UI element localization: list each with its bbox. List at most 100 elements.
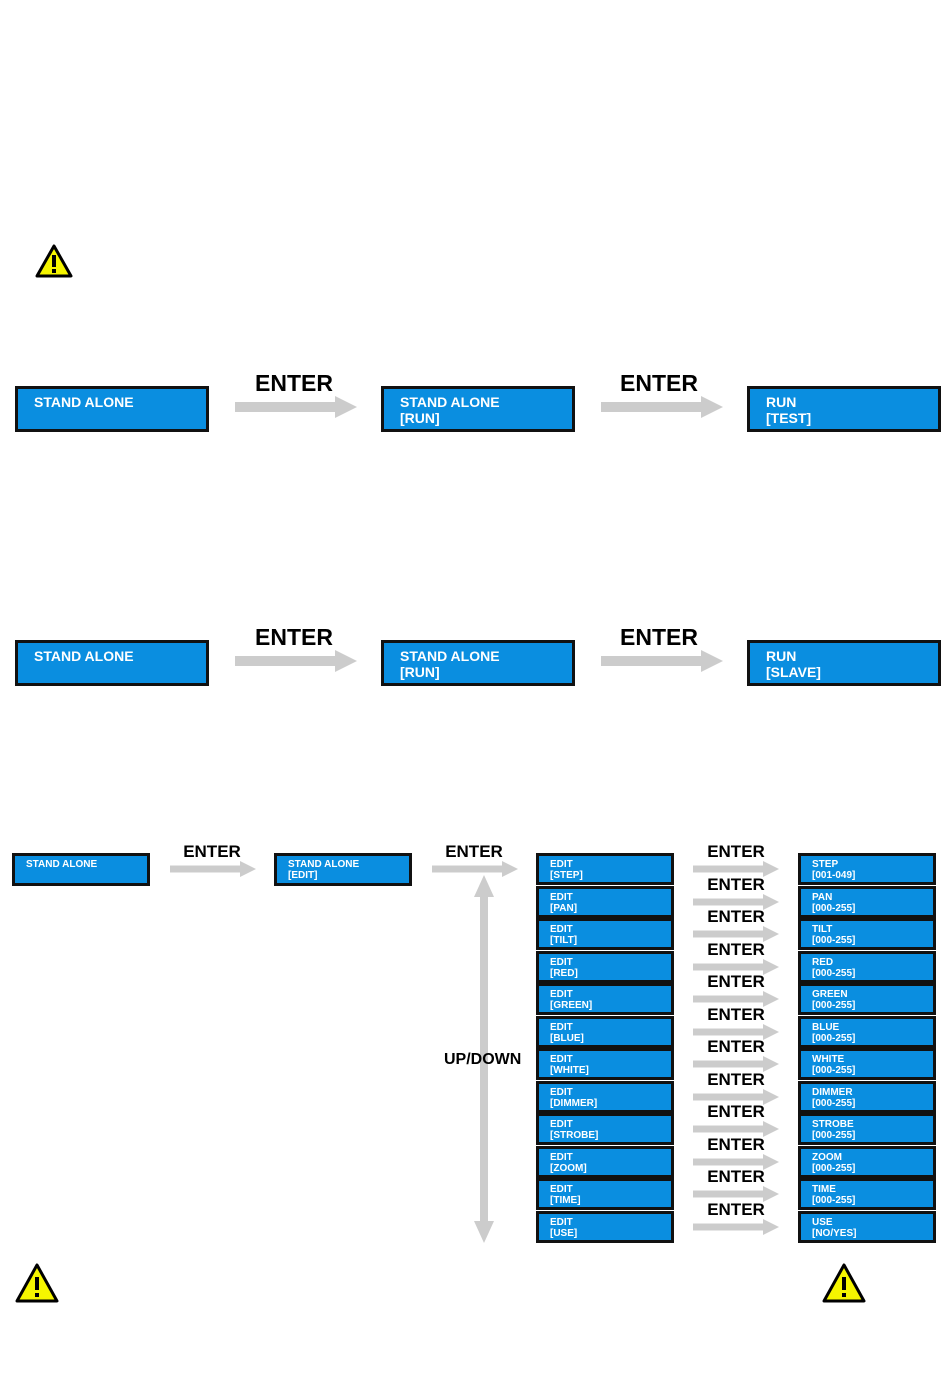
lcd-line2: [ZOOM]: [550, 1163, 587, 1174]
lcd-line2: [TIME]: [550, 1195, 581, 1206]
enter-label: ENTER: [620, 624, 698, 650]
lcd-stand-alone: STAND ALONE: [15, 640, 209, 686]
lcd-line1: EDIT: [550, 859, 573, 870]
right-arrow-icon: [693, 1089, 779, 1105]
lcd-line1: ZOOM: [812, 1152, 842, 1163]
right-arrow-icon: [693, 1186, 779, 1202]
enter-label: ENTER: [707, 1037, 765, 1056]
lcd-stand-alone-edit: STAND ALONE [EDIT]: [274, 853, 412, 886]
enter-label: ENTER: [707, 842, 765, 861]
lcd-line1: EDIT: [550, 1152, 573, 1163]
enter-label: ENTER: [255, 624, 333, 650]
lcd-line2: [DIMMER]: [550, 1098, 598, 1109]
lcd-line2: [PAN]: [550, 903, 578, 914]
right-arrow-icon: [693, 894, 779, 910]
lcd-line2: [RUN]: [400, 664, 440, 680]
lcd-line1: STAND ALONE: [400, 648, 500, 664]
lcd-value-item: TILT[000-255]: [798, 918, 936, 950]
enter-label: ENTER: [707, 1200, 765, 1219]
lcd-line1: USE: [812, 1217, 833, 1228]
lcd-edit-item: EDIT[TIME]: [536, 1178, 674, 1210]
lcd-line1: PAN: [812, 892, 833, 903]
enter-label: ENTER: [707, 1005, 765, 1024]
lcd-value-item: STEP[001-049]: [798, 853, 936, 885]
up-down-arrow-icon: [474, 875, 494, 1243]
lcd-line1: EDIT: [550, 1022, 573, 1033]
enter-label: ENTER: [707, 907, 765, 926]
lcd-run-slave: RUN [SLAVE]: [747, 640, 941, 686]
lcd-line1: TILT: [812, 924, 833, 935]
lcd-line1: RUN: [766, 394, 797, 410]
lcd-line1: STAND ALONE: [34, 394, 134, 410]
right-arrow-icon: [693, 1219, 779, 1235]
lcd-run-test: RUN [TEST]: [747, 386, 941, 432]
warning-icon: [35, 244, 73, 278]
up-down-label: UP/DOWN: [444, 1051, 522, 1068]
right-arrow-icon: [235, 650, 357, 672]
enter-label: ENTER: [707, 1070, 765, 1089]
lcd-stand-alone-run: STAND ALONE [RUN]: [381, 386, 575, 432]
lcd-line1: BLUE: [812, 1022, 840, 1033]
right-arrow-icon: [601, 650, 723, 672]
lcd-value-item: GREEN[000-255]: [798, 983, 936, 1015]
lcd-edit-item: EDIT[STEP]: [536, 853, 674, 885]
lcd-edit-item: EDIT[TILT]: [536, 918, 674, 950]
lcd-line1: TIME: [812, 1184, 836, 1195]
enter-label: ENTER: [445, 842, 503, 861]
lcd-value-item: BLUE[000-255]: [798, 1016, 936, 1048]
right-arrow-icon: [693, 1154, 779, 1170]
right-arrow-icon: [693, 1056, 779, 1072]
lcd-line2: [USE]: [550, 1228, 578, 1239]
lcd-value-item: USE[NO/YES]: [798, 1211, 936, 1243]
lcd-value-item: RED[000-255]: [798, 951, 936, 983]
lcd-line1: STAND ALONE: [288, 859, 360, 870]
lcd-line2: [000-255]: [812, 903, 856, 914]
lcd-line2: [RUN]: [400, 410, 440, 426]
lcd-line1: EDIT: [550, 924, 573, 935]
lcd-line1: EDIT: [550, 1054, 573, 1065]
lcd-line2: [SLAVE]: [766, 664, 821, 680]
right-arrow-icon: [432, 861, 518, 877]
right-arrow-icon: [693, 1121, 779, 1137]
enter-label: ENTER: [707, 1135, 765, 1154]
lcd-edit-item: EDIT[PAN]: [536, 886, 674, 918]
right-arrow-icon: [170, 861, 256, 877]
lcd-line1: EDIT: [550, 1087, 573, 1098]
lcd-line1: STEP: [812, 859, 839, 870]
lcd-value-item: WHITE[000-255]: [798, 1048, 936, 1080]
lcd-value-item: ZOOM[000-255]: [798, 1146, 936, 1178]
lcd-line1: WHITE: [812, 1054, 845, 1065]
lcd-value-item: TIME[000-255]: [798, 1178, 936, 1210]
lcd-line2: [TEST]: [766, 410, 812, 426]
right-arrow-icon: [601, 396, 723, 418]
lcd-line1: EDIT: [550, 989, 573, 1000]
warning-icon: [15, 1263, 59, 1303]
lcd-value-item: STROBE[000-255]: [798, 1113, 936, 1145]
lcd-line1: DIMMER: [812, 1087, 853, 1098]
lcd-line2: [NO/YES]: [812, 1228, 857, 1239]
lcd-line1: EDIT: [550, 1217, 573, 1228]
lcd-line2: [EDIT]: [288, 870, 318, 881]
right-arrow-icon: [693, 861, 779, 877]
lcd-value-item: PAN[000-255]: [798, 886, 936, 918]
lcd-line2: [000-255]: [812, 1033, 856, 1044]
enter-label: ENTER: [255, 370, 333, 396]
lcd-line2: [000-255]: [812, 968, 856, 979]
lcd-edit-item: EDIT[GREEN]: [536, 983, 674, 1015]
lcd-line1: GREEN: [812, 989, 848, 1000]
lcd-stand-alone: STAND ALONE: [15, 386, 209, 432]
enter-label: ENTER: [620, 370, 698, 396]
lcd-line1: STAND ALONE: [400, 394, 500, 410]
lcd-line2: [BLUE]: [550, 1033, 584, 1044]
lcd-line1: STROBE: [812, 1119, 854, 1130]
lcd-line2: [000-255]: [812, 1098, 856, 1109]
lcd-value-item: DIMMER[000-255]: [798, 1081, 936, 1113]
lcd-edit-item: EDIT[WHITE]: [536, 1048, 674, 1080]
lcd-stand-alone-run: STAND ALONE [RUN]: [381, 640, 575, 686]
lcd-line1: STAND ALONE: [26, 859, 98, 870]
right-arrow-icon: [693, 1024, 779, 1040]
warning-icon: [822, 1263, 866, 1303]
lcd-edit-item: EDIT[RED]: [536, 951, 674, 983]
lcd-edit-item: EDIT[ZOOM]: [536, 1146, 674, 1178]
lcd-line1: EDIT: [550, 1184, 573, 1195]
